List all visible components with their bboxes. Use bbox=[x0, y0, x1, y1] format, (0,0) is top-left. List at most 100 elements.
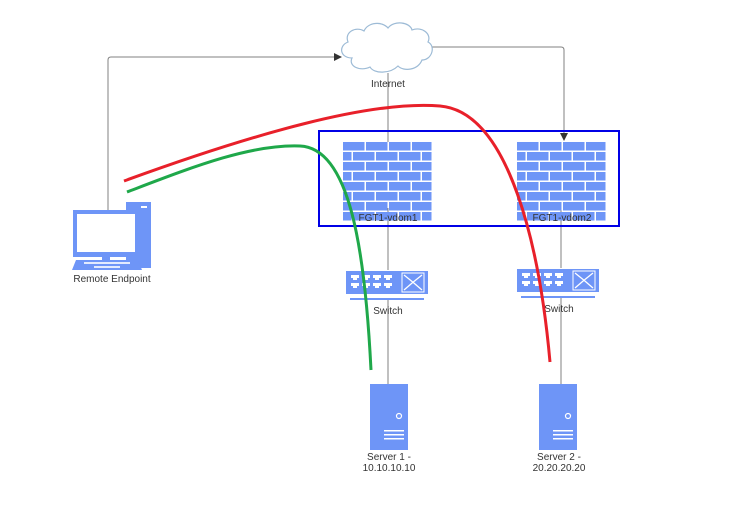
firewall-brick bbox=[573, 212, 595, 221]
firewall-brick bbox=[596, 172, 606, 181]
firewall-brick bbox=[343, 152, 352, 161]
firewall-icon bbox=[517, 142, 606, 221]
switch-port bbox=[555, 273, 563, 278]
firewall-brick bbox=[563, 142, 585, 151]
firewall-node-fgt2[interactable]: FGT1-vdom2 bbox=[517, 142, 606, 224]
traffic-path-red[interactable] bbox=[123, 103, 552, 363]
firewall-brick bbox=[517, 192, 526, 201]
cloud-icon bbox=[341, 22, 433, 73]
firewall-brick bbox=[422, 152, 432, 161]
firewall-brick bbox=[353, 152, 375, 161]
server1-label-line1: Server 1 - bbox=[367, 452, 411, 463]
firewall-brick bbox=[540, 142, 562, 151]
firewall-brick bbox=[563, 202, 585, 211]
switch-port bbox=[555, 281, 563, 286]
edge-endpoint-internet[interactable] bbox=[107, 53, 342, 210]
firewall-brick bbox=[353, 192, 375, 201]
firewall-brick bbox=[376, 172, 398, 181]
internet-label: Internet bbox=[371, 79, 405, 90]
firewall-brick bbox=[573, 172, 595, 181]
remote-endpoint-node[interactable]: Remote Endpoint bbox=[72, 202, 151, 285]
fgt1-label: FGT1-vdom1 bbox=[359, 213, 418, 224]
firewall-brick bbox=[366, 202, 388, 211]
switch-base bbox=[521, 296, 595, 298]
firewall-brick bbox=[540, 182, 562, 191]
firewall-brick bbox=[527, 212, 549, 221]
firewall-brick bbox=[563, 182, 585, 191]
connectors bbox=[107, 46, 568, 384]
fortigate-container[interactable] bbox=[318, 130, 620, 227]
firewall-brick bbox=[517, 142, 539, 151]
firewall-brick bbox=[540, 162, 562, 171]
firewall-node-fgt1[interactable]: FGT1-vdom1 bbox=[343, 142, 432, 224]
firewall-brick bbox=[389, 202, 411, 211]
server-node-2[interactable]: Server 2 - 20.20.20.20 bbox=[533, 384, 586, 474]
firewall-brick bbox=[389, 162, 411, 171]
firewall-brick bbox=[563, 162, 585, 171]
firewall-brick bbox=[376, 192, 398, 201]
desktop-computer-icon bbox=[72, 202, 151, 270]
fgt2-label: FGT1-vdom2 bbox=[533, 213, 592, 224]
server-node-1[interactable]: Server 1 - 10.10.10.10 bbox=[363, 384, 416, 474]
firewall-brick bbox=[596, 212, 606, 221]
switch-port bbox=[351, 275, 359, 280]
server-icon bbox=[539, 384, 577, 450]
firewall-brick bbox=[550, 152, 572, 161]
switch-node-1[interactable]: Switch bbox=[346, 271, 428, 317]
switch-node-2[interactable]: Switch bbox=[517, 269, 599, 315]
switch-icon bbox=[346, 271, 428, 300]
firewall-brick bbox=[412, 182, 432, 191]
firewall-brick bbox=[412, 162, 432, 171]
firewall-brick bbox=[366, 162, 388, 171]
server-icon bbox=[370, 384, 408, 450]
firewall-brick bbox=[376, 212, 398, 221]
switch-port bbox=[544, 281, 552, 286]
firewall-brick bbox=[517, 152, 526, 161]
switch-port bbox=[373, 283, 381, 288]
firewall-brick bbox=[586, 202, 606, 211]
firewall-brick bbox=[586, 182, 606, 191]
firewall-brick bbox=[366, 182, 388, 191]
firewall-brick bbox=[596, 192, 606, 201]
switch-crossover-icon bbox=[403, 274, 423, 291]
firewall-brick bbox=[412, 142, 432, 151]
firewall-brick bbox=[412, 202, 432, 211]
firewall-brick bbox=[517, 182, 539, 191]
firewall-brick bbox=[540, 202, 562, 211]
traffic-path-green[interactable] bbox=[126, 144, 373, 371]
switch-port bbox=[351, 283, 359, 288]
firewall-brick bbox=[517, 202, 539, 211]
edge-internet-fgt2[interactable] bbox=[432, 46, 568, 141]
internet-node[interactable]: Internet bbox=[341, 22, 433, 90]
firewall-brick bbox=[343, 172, 352, 181]
firewall-brick bbox=[573, 192, 595, 201]
switch-icon bbox=[517, 269, 599, 298]
firewall-brick bbox=[399, 152, 421, 161]
firewall-brick bbox=[550, 192, 572, 201]
switch-port bbox=[522, 273, 530, 278]
switch-body bbox=[517, 269, 599, 292]
switch1-label: Switch bbox=[373, 306, 402, 317]
firewall-brick bbox=[573, 152, 595, 161]
firewall-brick bbox=[517, 162, 539, 171]
switch-crossover-icon bbox=[574, 272, 594, 289]
switch2-label: Switch bbox=[544, 304, 573, 315]
firewall-brick bbox=[527, 152, 549, 161]
firewall-brick bbox=[353, 172, 375, 181]
firewall-brick bbox=[586, 142, 606, 151]
switch-base bbox=[350, 298, 424, 300]
switch-port bbox=[384, 275, 392, 280]
firewall-brick bbox=[422, 172, 432, 181]
firewall-brick bbox=[343, 142, 365, 151]
endpoint-label: Remote Endpoint bbox=[73, 274, 150, 285]
firewall-brick bbox=[389, 182, 411, 191]
switch-body bbox=[346, 271, 428, 294]
firewall-brick bbox=[517, 172, 526, 181]
firewall-brick bbox=[366, 142, 388, 151]
firewall-brick bbox=[596, 152, 606, 161]
switch-port bbox=[522, 281, 530, 286]
firewall-brick bbox=[399, 172, 421, 181]
firewall-brick bbox=[550, 212, 572, 221]
firewall-brick bbox=[343, 162, 365, 171]
